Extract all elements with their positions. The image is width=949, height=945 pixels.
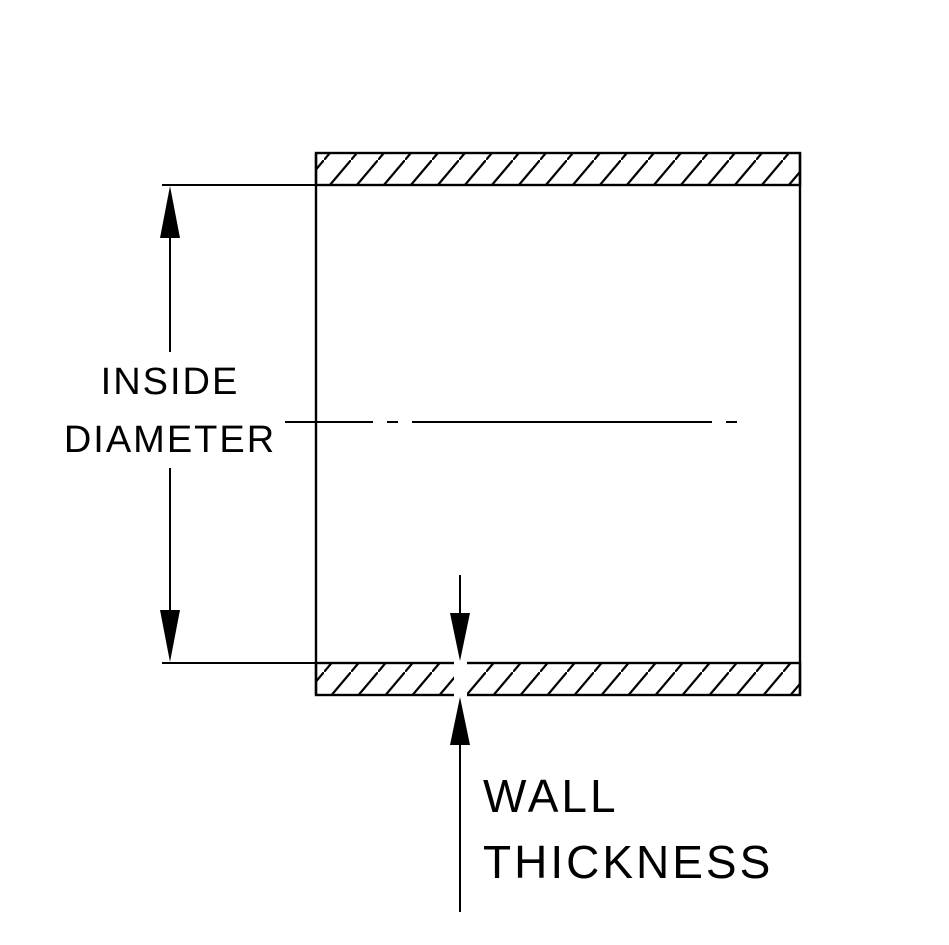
arrow-down-icon xyxy=(160,610,180,662)
inside-diameter-label-line2: DIAMETER xyxy=(64,419,276,461)
arrow-down-to-wall-icon xyxy=(450,613,470,661)
wall-thickness-notch xyxy=(454,650,467,705)
wall-thickness-dimension xyxy=(450,575,470,912)
bottom-wall-hatch xyxy=(314,661,802,697)
arrow-up-to-wall-icon xyxy=(450,697,470,745)
arrow-up-icon xyxy=(160,186,180,238)
tube-cross-section xyxy=(314,151,802,697)
inside-diameter-dimension xyxy=(160,184,316,664)
top-wall-hatch xyxy=(314,151,802,187)
inside-diameter-label-line1: INSIDE xyxy=(101,361,240,403)
wall-thickness-label-line2: THICKNESS xyxy=(483,836,773,888)
wall-thickness-label-line1: WALL xyxy=(483,770,619,822)
